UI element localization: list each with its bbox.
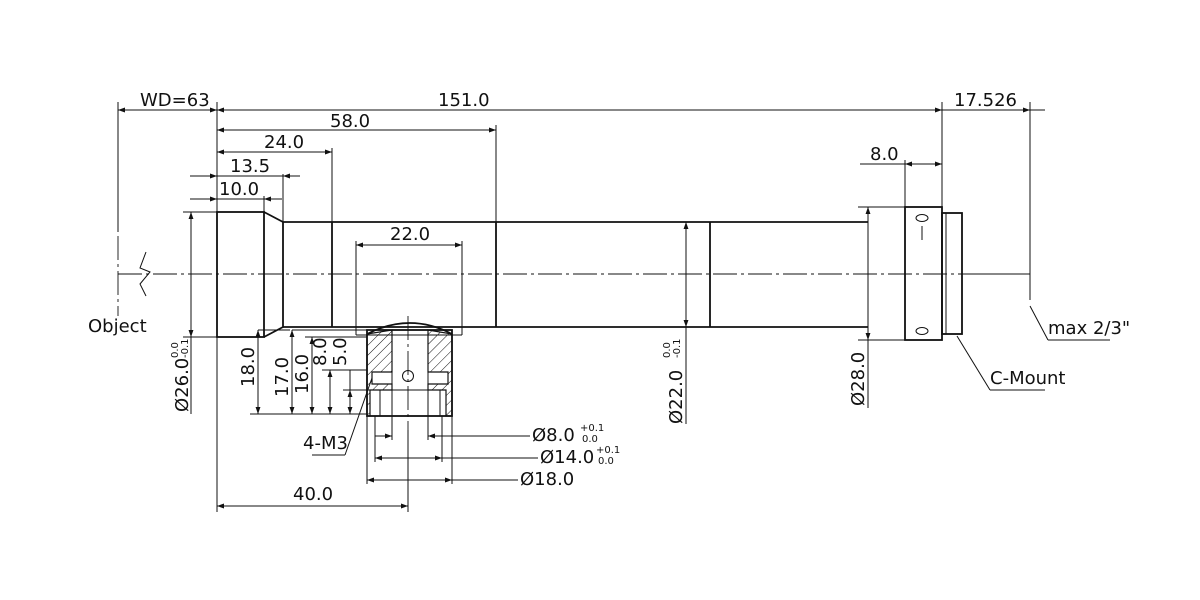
c-mount-thread: [941, 212, 963, 335]
bottom-dimensions: Ø8.0 +0.1 0.0 Ø14.0 +0.1 0.0 Ø18.0 40.0: [216, 337, 620, 512]
dim-dia-22-tol-upper: 0.0: [662, 342, 673, 358]
front-cap: [216, 211, 265, 338]
dim-v18: 18.0: [238, 347, 259, 387]
screw-hole-top: [915, 214, 929, 222]
dim-total-length: 151.0: [438, 90, 490, 111]
vertical-dimensions: Ø26.0 0.0 -0.1 18.0 17.0 16.0 8.0 5.0 Ø2…: [170, 206, 905, 424]
dim-dia-28: Ø28.0: [848, 352, 869, 406]
dim-dia-14-tol-lower: 0.0: [598, 456, 614, 467]
screw-hole-bottom: [915, 327, 929, 335]
mount-block-outline: [366, 329, 453, 417]
callouts: Object 4-M3 C-Mount max 2/3": [88, 305, 1130, 456]
dim-dia-8-tol-upper: +0.1: [580, 423, 604, 434]
dim-22-boss: 22.0: [390, 224, 430, 245]
dim-wd: WD=63: [140, 90, 210, 111]
rear-flange: [904, 206, 943, 341]
dim-dia-8: Ø8.0: [532, 425, 575, 446]
dim-v16: 16.0: [292, 354, 313, 394]
dim-13-5: 13.5: [230, 156, 270, 177]
dim-dia-26: Ø26.0: [172, 358, 193, 412]
dim-dia-8-tol-lower: 0.0: [582, 434, 598, 445]
label-thread: 4-M3: [303, 433, 348, 454]
dim-dia-14: Ø14.0: [540, 447, 594, 468]
label-sensor-size: max 2/3": [1048, 318, 1130, 339]
dim-v5: 5.0: [330, 337, 351, 366]
top-dimensions: WD=63 151.0 17.526 58.0 24.0 13.5 10.0 2…: [117, 90, 1045, 300]
object-mark: [139, 251, 151, 297]
dim-8-flange: 8.0: [870, 144, 899, 165]
dim-dia-26-tol-upper: 0.0: [170, 342, 181, 358]
dim-v8: 8.0: [310, 337, 331, 366]
dim-58: 58.0: [330, 111, 370, 132]
dim-40: 40.0: [293, 484, 333, 505]
label-c-mount: C-Mount: [990, 368, 1065, 389]
dim-10: 10.0: [219, 179, 259, 200]
lens-body: [117, 206, 1030, 430]
dim-24: 24.0: [264, 132, 304, 153]
front-taper: [263, 211, 284, 338]
dim-dia-26-tol-lower: -0.1: [180, 338, 191, 358]
dim-dia-22-tol-lower: -0.1: [672, 338, 683, 358]
dim-dia-14-tol-upper: +0.1: [596, 445, 620, 456]
dim-dia-18: Ø18.0: [520, 469, 574, 490]
label-object: Object: [88, 316, 147, 337]
dim-flange-distance: 17.526: [954, 90, 1017, 111]
dim-dia-22: Ø22.0: [666, 370, 687, 424]
dim-v17: 17.0: [272, 357, 293, 397]
